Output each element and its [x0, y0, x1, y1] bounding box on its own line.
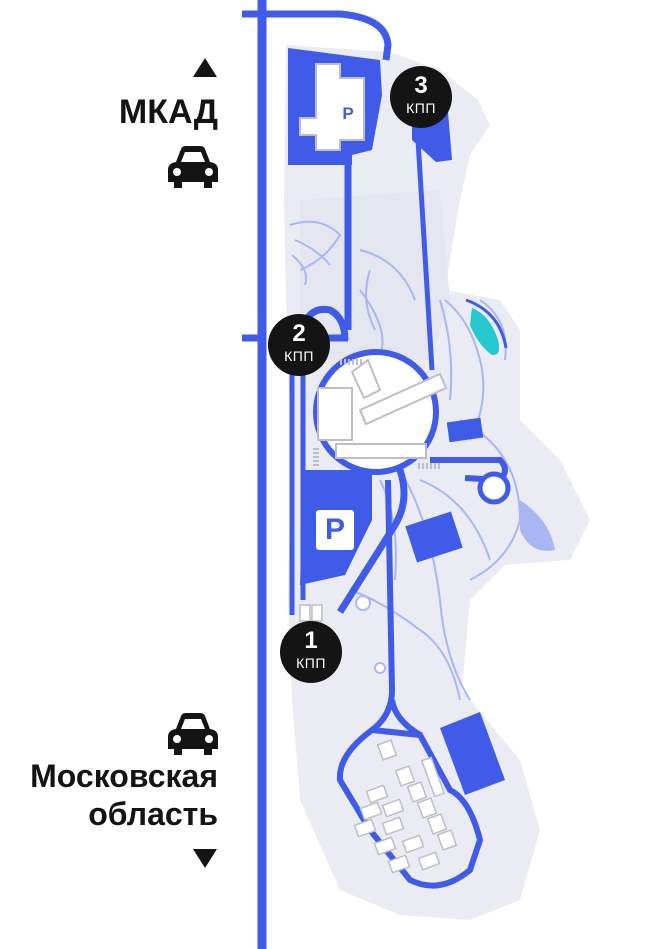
- gate3-road: [415, 139, 435, 371]
- checkpoint-1-marker[interactable]: 1 КПП: [280, 621, 342, 683]
- direction-down-arrow-icon: [193, 849, 217, 868]
- checkpoint-3-marker[interactable]: 3 КПП: [390, 66, 452, 128]
- mkad-direction-label: МКАД: [118, 93, 218, 131]
- gate1-booth-b: [311, 604, 323, 622]
- east-lake: [520, 500, 555, 551]
- checkpoint-caption: КПП: [406, 100, 436, 116]
- moscow-region-direction-label: Московская область: [30, 757, 218, 833]
- central-building-north: [350, 358, 382, 400]
- moscow-region-label-line1: Московская: [30, 758, 218, 794]
- pedestrian-crossings: [313, 359, 440, 469]
- checkpoint-caption: КПП: [284, 348, 314, 364]
- top-building: [299, 63, 365, 151]
- tiny-marker: [374, 662, 386, 674]
- parking-sign-icon: P: [337, 102, 359, 126]
- checkpoint-caption: КПП: [296, 655, 326, 671]
- gate1-booth-a: [299, 604, 311, 622]
- residential-loop: [336, 726, 484, 889]
- pond-outline: [465, 298, 508, 349]
- central-building-south: [335, 443, 427, 459]
- checkpoint-number: 1: [304, 627, 318, 654]
- small-roundabout: [355, 595, 371, 611]
- parking-sign-icon: P: [316, 510, 354, 550]
- footpaths: [289, 220, 522, 701]
- east-roundabout: [477, 471, 511, 505]
- pond: [470, 308, 500, 356]
- plaza-to-parking-road: [391, 468, 408, 527]
- car-icon: [168, 146, 218, 188]
- parking-diagonal-road: [337, 523, 398, 614]
- direction-up-arrow-icon: [193, 58, 217, 77]
- central-building-west: [317, 387, 353, 441]
- central-building-diagonal: [358, 372, 448, 426]
- mid-plot: [405, 511, 463, 563]
- car-icon: [168, 713, 218, 755]
- south-road: [370, 479, 396, 733]
- moscow-region-label-line2: область: [88, 796, 218, 832]
- south-plot: [440, 712, 505, 795]
- checkpoint-number: 2: [292, 320, 306, 347]
- checkpoint-2-marker[interactable]: 2 КПП: [268, 314, 330, 376]
- plaza-plot-east: [446, 417, 484, 443]
- checkpoint-number: 3: [414, 72, 428, 99]
- residential-houses: [353, 739, 458, 874]
- top-road: [242, 10, 392, 61]
